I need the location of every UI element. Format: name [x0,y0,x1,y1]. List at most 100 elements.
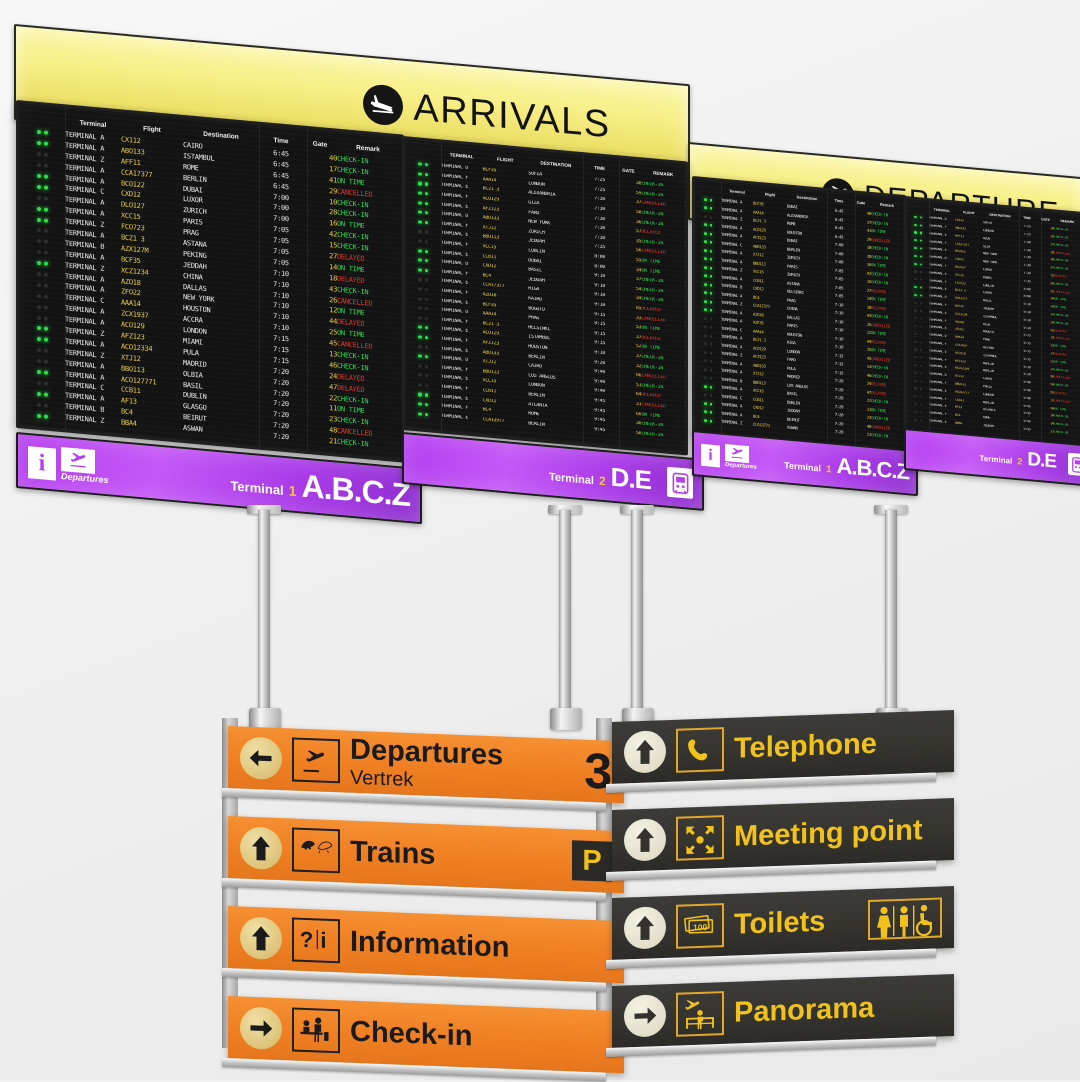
rod-base-2 [550,708,582,730]
terminal-strip-3[interactable]: i Departures Terminal 1 A.B.C.Z [692,430,918,497]
row-status-led [405,373,441,379]
row-status-led [19,140,65,148]
cell-remark: ON TIME [1054,406,1067,411]
cell-gate: 59 [635,189,642,197]
direction-sign-panorama[interactable]: Panorama [612,974,954,1048]
row-status-led [405,277,441,283]
cell-time: 7:30 [594,214,606,222]
departures-icon-group-1: Departures [61,447,109,485]
cell-time: 9:40 [1023,395,1031,401]
cell-time: 7:25 [594,176,606,184]
cell-time: 6:45 [834,216,844,223]
sign-label: Panorama [734,991,875,1029]
row-status-led [19,161,65,169]
cell-time: 6:45 [834,233,844,240]
cell-gate: 34 [1050,319,1054,325]
direction-sign-telephone[interactable]: Telephone [612,710,954,784]
cell-time: 9:40 [1023,388,1031,393]
terminal-strip-4[interactable]: Terminal 2 D.E [904,428,1080,488]
cell-remark: CHECK-IN [1054,282,1068,287]
cell-terminal: TERMINAL Z [721,419,743,426]
row-status-led [907,215,929,219]
row-status-led [19,270,65,278]
row-status-led [19,183,65,191]
cell-time: 9:10 [1023,317,1031,323]
row-status-led [405,286,441,292]
cell-gate: 60 [635,410,642,417]
cell-remark: CHECK-IN [1054,266,1068,271]
cell-gate: 23 [866,414,871,421]
cell-destination: ASWAN [787,425,798,431]
sign-label: Telephone [734,727,877,765]
row-status-led [907,254,929,258]
support-rod-2 [559,510,571,722]
terminal-strip-1[interactable]: i Departures Terminal 1 A.B.C.Z [16,432,422,525]
row-status-led [19,227,65,235]
terminal-strip-2[interactable]: Terminal 2 D.E [402,432,704,511]
cell-gate: 47 [866,389,871,395]
cell-remark: CHECK-IN [1054,430,1068,435]
information-icon[interactable]: i [701,443,720,468]
cell-time: 7:35 [1023,278,1031,284]
cell-time: 7:10 [834,327,844,333]
plane-departure-icon [61,447,95,475]
cell-time: 9:40 [594,368,606,376]
cell-remark: CHECK-IN [1054,383,1068,388]
row-status-led [907,324,929,328]
cell-gate: 37 [635,333,642,341]
row-status-led [907,246,929,250]
cell-time: 9:20 [1023,372,1031,377]
row-status-led [19,390,65,398]
cell-time: 7:25 [1023,224,1031,229]
row-status-led [405,190,441,196]
strip-terminal-word: Terminal [784,460,821,474]
cell-terminal: TERMINAL F [929,278,947,284]
row-status-led [405,325,441,331]
row-status-led [19,412,65,420]
cell-gate: 59 [1050,234,1054,239]
cell-time: 8:00 [1023,294,1031,299]
strip-terminal-number: 1 [825,463,832,476]
cell-gate: 14 [866,295,871,302]
cell-terminal: TERMINAL E [929,403,947,409]
plane-landing-icon [363,83,404,127]
cell-terminal: TERMINAL F [929,341,947,346]
row-status-led [695,401,721,406]
row-status-led [695,299,721,304]
train-icon[interactable] [1068,452,1080,477]
cell-gate: 25 [866,346,871,353]
arrow-up-icon [240,826,282,871]
cell-remark: CANCELLED [1054,336,1070,342]
cell-time: 7:00 [834,242,844,248]
cell-flight: BBA4 [121,419,137,428]
strip-terminal-number: 2 [598,473,606,488]
row-status-led [19,249,65,257]
row-status-led [405,401,441,407]
information-icon[interactable]: i [28,446,56,481]
cell-time: 7:00 [834,250,844,257]
cell-time: 9:10 [594,301,606,309]
direction-sign-meeting-point[interactable]: Meeting point [612,798,954,872]
row-status-led [405,334,441,340]
cell-time: 7:15 [834,352,844,359]
cell-gate: 53 [1050,343,1054,348]
train-icon[interactable] [667,466,693,499]
row-status-led [695,359,721,364]
row-status-led [405,181,441,187]
strip-terminal-word: Terminal [979,453,1013,466]
row-status-led [907,316,929,320]
telephone-boxed-icon [676,727,724,773]
cell-remark: CHECK-IN [1054,243,1068,248]
strip-terminal-letters: A.B.C.Z [836,452,909,485]
row-status-led [695,223,721,228]
direction-sign-check-in[interactable]: Check-in [228,996,624,1074]
cell-flight: CCA13771 [753,422,770,429]
cell-time: 7:10 [834,318,844,325]
support-rod-3 [631,510,643,722]
